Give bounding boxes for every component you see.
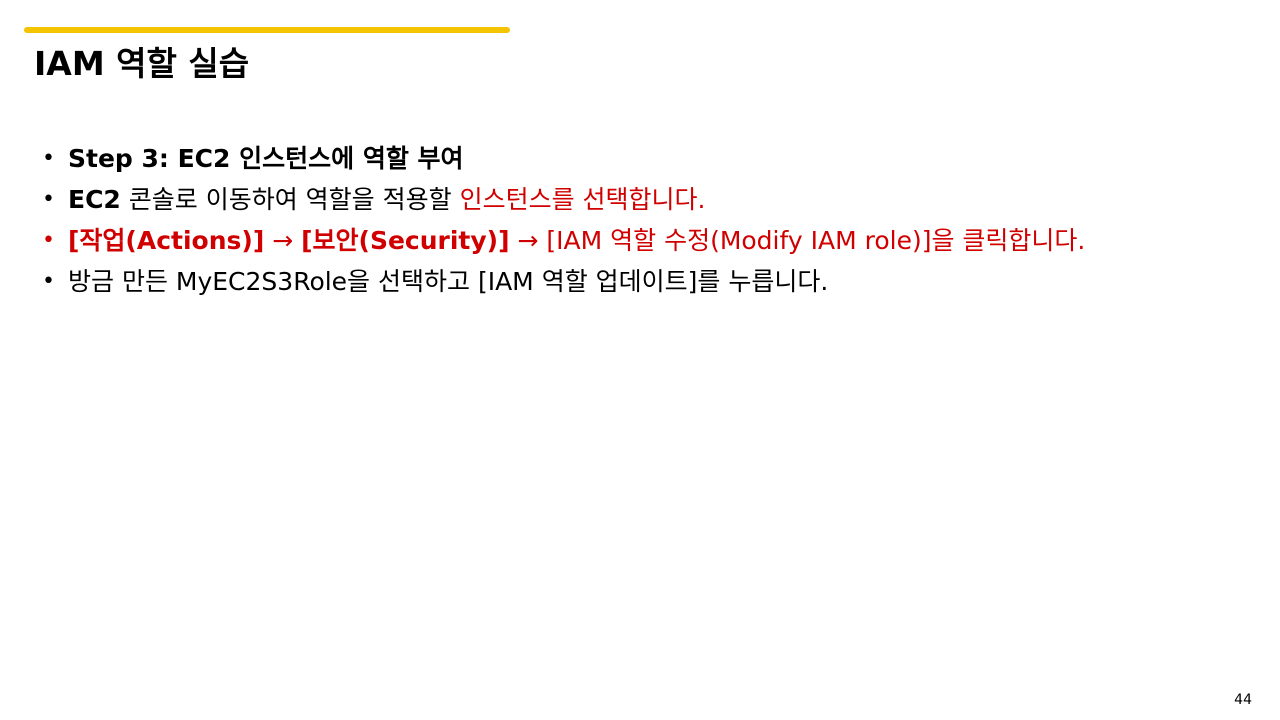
bullet-dot-icon: •: [42, 228, 55, 253]
page-number: 44: [1234, 692, 1252, 708]
bullet-list: • Step 3: EC2 인스턴스에 역할 부여 • EC2 콘솔로 이동하여…: [42, 138, 1085, 302]
bullet-text: 방금 만든 MyEC2S3Role을 선택하고 [IAM 역할 업데이트]를 누…: [68, 267, 829, 296]
bullet-text: 콘솔로 이동하여 역할을 적용할: [120, 185, 460, 214]
bullet-dot-icon: •: [42, 269, 55, 294]
security-menu-label: [보안(Security)]: [301, 226, 510, 255]
bullet-dot-icon: •: [42, 146, 55, 171]
modify-role-text: [IAM 역할 수정(Modify IAM role)]을 클릭합니다.: [546, 226, 1086, 255]
bullet-update-role: • 방금 만든 MyEC2S3Role을 선택하고 [IAM 역할 업데이트]를…: [42, 261, 1085, 302]
bullet-menu-path: • [작업(Actions)] → [보안(Security)] → [IAM …: [42, 220, 1085, 261]
arrow-icon: →: [509, 226, 547, 255]
ec2-label: EC2: [68, 185, 121, 214]
arrow-icon: →: [264, 226, 302, 255]
bullet-select-instance: • EC2 콘솔로 이동하여 역할을 적용할 인스턴스를 선택합니다.: [42, 179, 1085, 220]
bullet-dot-icon: •: [42, 187, 55, 212]
slide-title: IAM 역할 실습: [34, 44, 250, 83]
bullet-step-heading: • Step 3: EC2 인스턴스에 역할 부여: [42, 138, 1085, 179]
title-accent-bar: [24, 27, 510, 33]
step-heading-text: Step 3: EC2 인스턴스에 역할 부여: [68, 144, 464, 173]
actions-menu-label: [작업(Actions)]: [68, 226, 265, 255]
highlight-text: 인스턴스를 선택합니다.: [459, 185, 706, 214]
